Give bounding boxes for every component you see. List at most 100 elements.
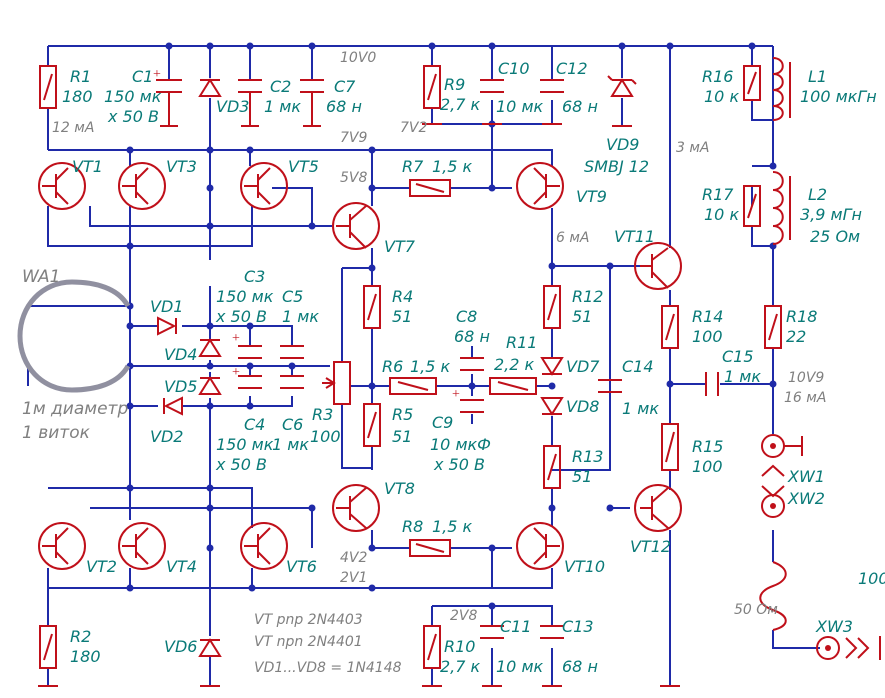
- resistor-r9: [423, 65, 441, 109]
- transistor-vt11: [634, 242, 682, 290]
- v4v2-label: 4V2: [340, 550, 367, 566]
- diode-vd9: [607, 75, 637, 97]
- r14-value: 100: [692, 327, 723, 346]
- capacitor-c8: [460, 357, 484, 371]
- r6-ref: R6: [382, 357, 403, 376]
- diode-vd7: [540, 357, 564, 376]
- transistor-vt2: [38, 522, 86, 570]
- net-annotations: 10V0 7V9 7V2 5V8 4V2 2V1 2V8 10V9 12 мА …: [22, 50, 885, 676]
- c10-value: 10 мк: [496, 97, 544, 116]
- c1-value: 150 мк: [104, 87, 162, 106]
- capacitor-c3: +: [232, 331, 262, 359]
- capacitor-c7: [300, 79, 324, 127]
- resistor-r4: [363, 285, 381, 329]
- vt10-ref: VT10: [564, 557, 605, 576]
- c15-value: 1 мк: [724, 367, 761, 386]
- note-diodes: VD1...VD8 = 1N4148: [254, 660, 402, 676]
- r17-value: 10 к: [704, 205, 739, 224]
- vd8-ref: VD8: [566, 397, 599, 416]
- connector-xw2: [761, 485, 785, 518]
- r16-ref: R16: [702, 67, 733, 86]
- resistor-r13: [543, 445, 561, 489]
- l2-value: 3,9 мГн: [800, 205, 862, 224]
- capacitor-c13: [540, 625, 564, 639]
- note-pnp: VT pnp 2N4403: [254, 612, 363, 628]
- r2-value: 180: [70, 647, 101, 666]
- resistor-r5: [363, 403, 381, 447]
- vd9-value: SMBJ 12: [584, 157, 649, 176]
- c6-value: 1 мк: [272, 435, 309, 454]
- l2-resistance: 25 Ом: [810, 227, 860, 246]
- r12-value: 51: [572, 307, 592, 326]
- c7-ref: C7: [334, 77, 356, 96]
- r13-value: 51: [572, 467, 592, 486]
- diode-vd3: [198, 78, 222, 97]
- c6-ref: C6: [282, 415, 303, 434]
- vt3-ref: VT3: [166, 157, 197, 176]
- resistor-r8: [409, 539, 451, 557]
- c10-ref: C10: [498, 59, 530, 78]
- r16-value: 10 к: [704, 87, 739, 106]
- transistor-vt1: [38, 162, 86, 210]
- inductor-l2: [772, 171, 791, 245]
- resistor-r2: [39, 625, 57, 669]
- connector-xw1: [761, 434, 803, 477]
- resistors: [39, 65, 782, 669]
- capacitor-c11: [480, 625, 504, 639]
- resistor-r14: [661, 305, 679, 349]
- c11-value: 10 мк: [496, 657, 544, 676]
- r15-value: 100: [692, 457, 723, 476]
- r4-value: 51: [392, 307, 412, 326]
- c9-ref: C9: [432, 413, 453, 432]
- capacitors: + + + +: [38, 67, 719, 687]
- r14-ref: R14: [692, 307, 723, 326]
- resistor-r10: [423, 625, 441, 669]
- transistor-vt6: [240, 522, 288, 570]
- antenna-size-label: 1м диаметр: [22, 399, 128, 419]
- diode-vd5: [198, 376, 222, 395]
- c1-voltage: х 50 В: [107, 107, 159, 126]
- diode-vd2: [163, 396, 183, 416]
- vt8-ref: VT8: [384, 479, 415, 498]
- c8-value: 68 н: [454, 327, 490, 346]
- vt6-ref: VT6: [286, 557, 317, 576]
- i12ma-label: 12 мА: [52, 120, 94, 136]
- vd3-ref: VD3: [216, 97, 249, 116]
- capacitor-c10: [480, 79, 504, 93]
- xw3-ref: XW3: [815, 617, 853, 636]
- transistor-vt7: [332, 202, 380, 250]
- vt4-ref: VT4: [166, 557, 197, 576]
- vt1-ref: VT1: [72, 157, 103, 176]
- junction-dots: [126, 42, 777, 610]
- capacitor-c2: [238, 79, 262, 127]
- resistor-r6: [389, 377, 437, 395]
- resistor-r15: [661, 423, 679, 471]
- diode-vd6: [198, 638, 222, 657]
- vd7-ref: VD7: [566, 357, 600, 376]
- vt12-ref: VT12: [630, 537, 671, 556]
- r15-ref: R15: [692, 437, 723, 456]
- resistor-r11: [489, 377, 537, 395]
- capacitor-c1: +: [153, 67, 182, 127]
- capacitor-c4: +: [232, 365, 262, 389]
- svg-text:+: +: [153, 67, 161, 82]
- l1-value: 100 мкГн: [800, 87, 877, 106]
- note-npn: VT npn 2N4401: [254, 634, 363, 650]
- r6-value: 1,5 к: [410, 357, 451, 376]
- resistor-r1: [39, 65, 57, 109]
- r3-value: 100: [310, 427, 341, 446]
- transistor-vt9: [516, 162, 564, 210]
- r1-ref: R1: [70, 67, 91, 86]
- vt11-ref: VT11: [614, 227, 655, 246]
- v10v0-label: 10V0: [340, 50, 376, 66]
- r5-ref: R5: [392, 405, 413, 424]
- c4-value: 150 мк: [216, 435, 274, 454]
- right-edge-label: 100: [858, 569, 885, 588]
- coax-line: [759, 561, 787, 631]
- c7-value: 68 н: [326, 97, 362, 116]
- c4-ref: C4: [244, 415, 265, 434]
- resistor-r16: [743, 65, 761, 101]
- vd2-ref: VD2: [150, 427, 183, 446]
- c15-ref: C15: [722, 347, 754, 366]
